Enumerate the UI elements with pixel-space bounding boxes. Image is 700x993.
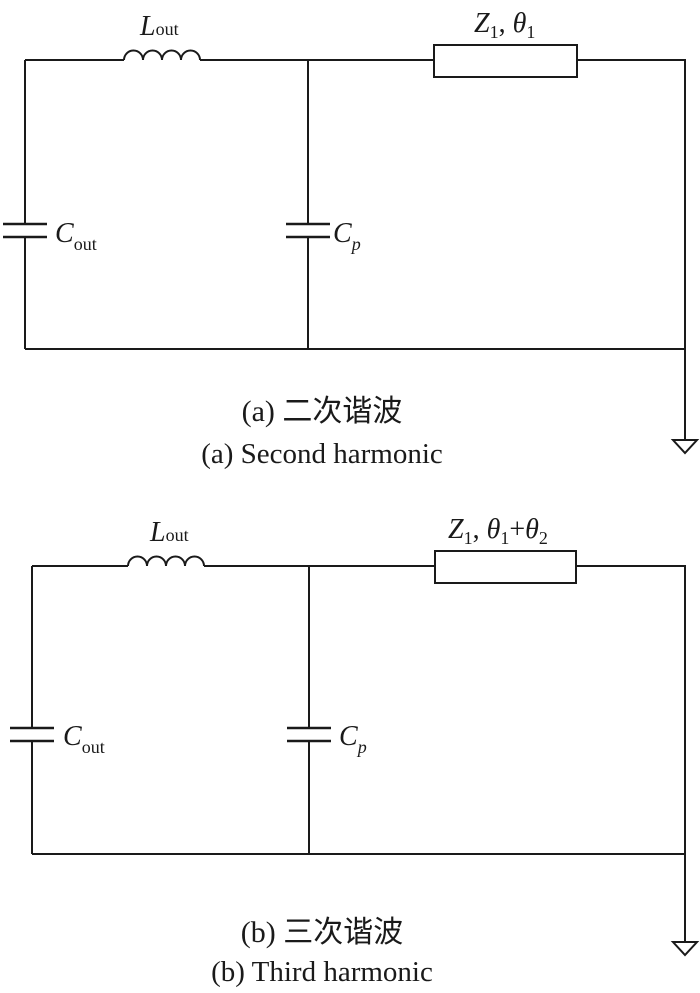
capacitor-cp-b-label: Cp (339, 721, 367, 757)
capacitor-cout-a-symbol (3, 222, 47, 239)
tline-a-symbol (433, 44, 578, 78)
capacitor-cout-a-label: Cout (55, 218, 97, 254)
caption-a-cn: (a) 二次谐波 (242, 395, 403, 428)
ground-a-icon (670, 439, 700, 455)
circuit-a: Lout Z1, θ1 Cout Cp (a) 二次谐波 (a) Second … (3, 8, 700, 470)
tline-b-label: Z1, θ1+θ2 (448, 514, 548, 548)
inductor-b-label: Lout (149, 517, 189, 548)
capacitor-cp-b-symbol (287, 726, 331, 743)
circuit-b: Lout Z1, θ1+θ2 Cout Cp (b) 三次谐波 (b) Thir… (10, 514, 700, 988)
tline-b-symbol (434, 550, 577, 584)
wire-b-top-right (576, 565, 686, 942)
tline-a-label: Z1, θ1 (474, 8, 535, 42)
capacitor-cp-a-label: Cp (333, 218, 361, 254)
inductor-b-symbol (127, 555, 205, 567)
caption-b-en: (b) Third harmonic (211, 956, 433, 988)
inductor-a-symbol (123, 49, 201, 61)
wire-a-top-right (577, 59, 686, 440)
capacitor-cout-b-symbol (10, 726, 54, 743)
caption-b-cn: (b) 三次谐波 (241, 916, 403, 949)
ground-b-icon (670, 941, 700, 957)
caption-a-en: (a) Second harmonic (201, 438, 443, 470)
capacitor-cp-a-symbol (286, 222, 330, 239)
capacitor-cout-b-label: Cout (63, 721, 105, 757)
inductor-a-label: Lout (139, 11, 179, 42)
